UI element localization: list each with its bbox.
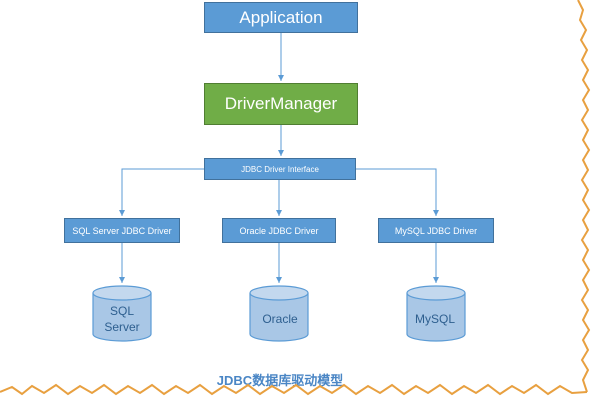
sqlserver-db-label: SQL Server bbox=[104, 304, 140, 334]
arrow-interface-to-mysql bbox=[356, 168, 439, 216]
arrow-interface-to-sqlserver bbox=[119, 168, 204, 216]
mysql-driver-node: MySQL JDBC Driver bbox=[378, 218, 494, 243]
mysql-db-label: MySQL bbox=[414, 312, 455, 326]
cylinder-oracle bbox=[249, 285, 309, 342]
cylinder-sqlserver bbox=[92, 285, 152, 342]
jdbc-interface-node: JDBC Driver Interface bbox=[204, 158, 356, 180]
cylinder-mysql bbox=[406, 285, 466, 342]
application-node: Application bbox=[204, 2, 358, 33]
driver-manager-node: DriverManager bbox=[204, 83, 358, 125]
oracle-db-label: Oracle bbox=[262, 312, 298, 326]
sqlserver-driver-node: SQL Server JDBC Driver bbox=[64, 218, 180, 243]
oracle-driver-node: Oracle JDBC Driver bbox=[222, 218, 336, 243]
diagram-caption: JDBC数据库驱动模型 bbox=[216, 373, 344, 388]
